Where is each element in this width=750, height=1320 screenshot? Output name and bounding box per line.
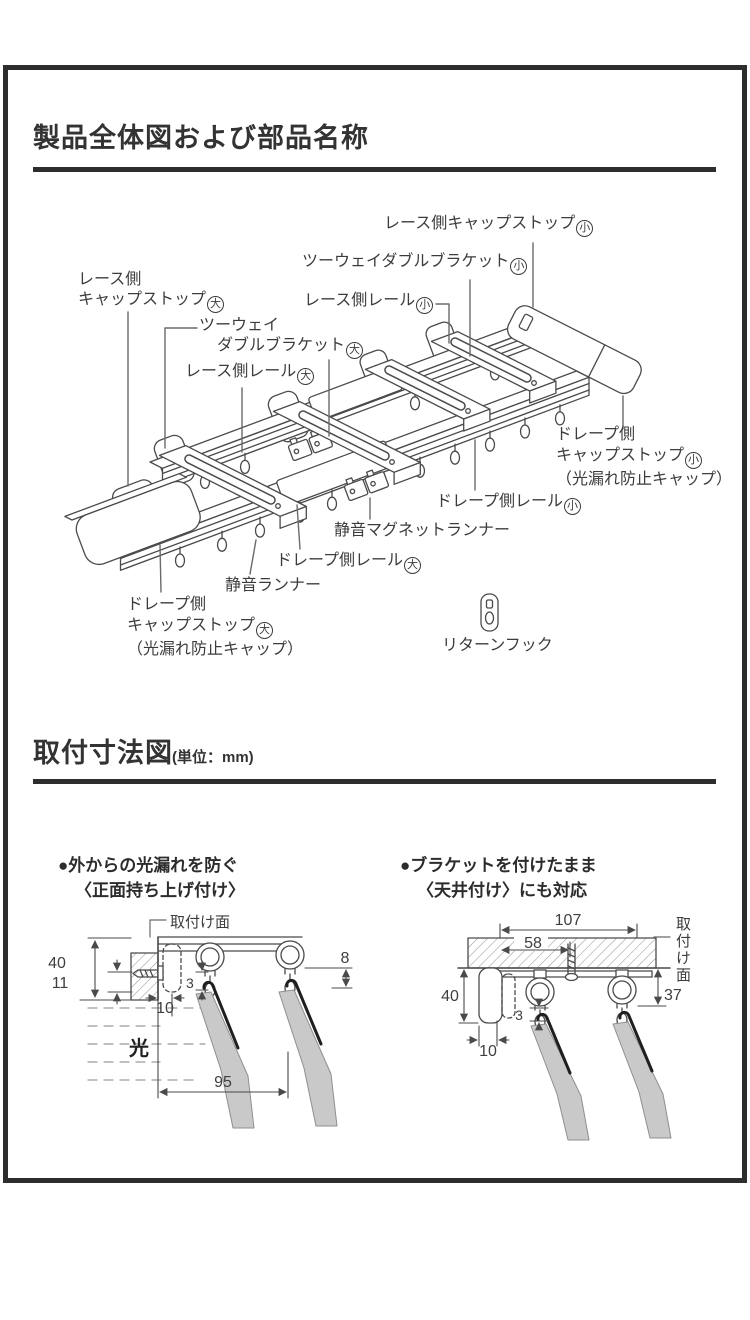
- section2-title: 取付寸法図: [33, 738, 173, 768]
- part-label-twoway-bracket-small: ツーウェイダブルブラケット小: [302, 252, 528, 275]
- size-circle: 大: [297, 368, 315, 385]
- dimension-texts-right: 107 58 40 37 3 10: [441, 912, 682, 1060]
- lace-rail-section-right: [607, 969, 637, 1028]
- product-isometric-drawing: [64, 242, 642, 632]
- front-mount-diagram: 40 11 3 10 8 95: [48, 919, 353, 1129]
- part-label-lace-rail-small: レース側レール小: [304, 291, 434, 314]
- drape-rail-section-right: [525, 969, 555, 1030]
- bracket-arms: [158, 330, 557, 529]
- dim-10-right: 10: [479, 1043, 497, 1060]
- ceiling-mount-diagram: 107 58 40 37 3 10: [441, 912, 682, 1141]
- size-circle: 大: [346, 342, 364, 359]
- drape-cap-large-shape: [64, 473, 201, 566]
- dim-11: 11: [52, 975, 69, 992]
- dim-107: 107: [555, 912, 582, 929]
- part-label-twoway-bracket-large: ツーウェイ ダブルブラケット大: [199, 316, 364, 359]
- size-circle: 大: [404, 557, 422, 574]
- dim-3-left: 3: [186, 975, 194, 991]
- curtains-right: [530, 1021, 672, 1141]
- lace-rail-section-left: [275, 940, 305, 996]
- dim-10-left: 10: [156, 1000, 174, 1017]
- screw-vertical: [564, 943, 579, 982]
- light-label: 光: [129, 1038, 149, 1060]
- size-circle: 小: [576, 220, 594, 237]
- size-circle: 小: [510, 258, 528, 275]
- light-rays: [87, 1007, 209, 1081]
- front-mount-heading: ●外からの光漏れを防ぐ 〈正面持ち上げ付け〉: [58, 856, 245, 900]
- part-label-drape-cap-large: ドレープ側 キャップストップ大 （光漏れ防止キャップ）: [127, 596, 304, 658]
- dimensions-right: [458, 923, 667, 1047]
- size-circle: 大: [207, 296, 225, 313]
- curtain-hooks-left: [202, 978, 323, 1050]
- dim-40-right: 40: [441, 988, 459, 1005]
- bullet-icon: ●: [58, 856, 69, 875]
- bracket-small-1: [364, 358, 491, 432]
- ceiling-section: [467, 937, 657, 969]
- bracket-vertical-section: [478, 967, 503, 1024]
- drape-rail-section-left: [195, 942, 225, 998]
- dim-40-left: 40: [48, 955, 66, 972]
- mount-surface-label-right: 取付け面: [674, 916, 691, 984]
- dimension-texts-left: 40 11 3 10 8 95: [48, 950, 349, 1091]
- bracket-large-2: [272, 400, 421, 485]
- part-label-magnet-runner: 静音マグネットランナー: [334, 522, 511, 539]
- dim-3-right: 3: [515, 1007, 523, 1023]
- dim-37: 37: [664, 987, 682, 1004]
- part-label-drape-rail-large: ドレープ側レール大: [276, 551, 422, 574]
- page-border-frame: [3, 65, 747, 1183]
- dim-58: 58: [524, 935, 542, 952]
- section1-rule: [33, 167, 716, 172]
- screw-horizontal: [132, 965, 164, 981]
- dim-8: 8: [341, 950, 350, 967]
- part-label-drape-cap-small: ドレープ側 キャップストップ小 （光漏れ防止キャップ）: [556, 426, 733, 488]
- section2-rule: [33, 779, 716, 784]
- curtain-hooks-right: [536, 1010, 654, 1075]
- size-circle: 小: [416, 297, 434, 314]
- part-label-lace-cap-large: レース側 キャップストップ大: [78, 270, 225, 313]
- part-label-drape-rail-small: ドレープ側レール小: [436, 492, 582, 515]
- hidden-bracket-arm: [162, 943, 182, 993]
- mount-surface-label-left: 取付け面: [170, 914, 231, 931]
- bracket-large-1: [158, 444, 307, 529]
- part-label-lace-cap-small: レース側キャップストップ小: [384, 214, 594, 237]
- hidden-bracket-edge: [501, 973, 516, 1019]
- size-circle: 大: [256, 622, 274, 639]
- dim-95: 95: [214, 1074, 232, 1091]
- bullet-icon: ●: [400, 856, 411, 875]
- part-label-lace-rail-large: レース側レール大: [185, 362, 315, 385]
- surface-leader-left: [149, 919, 167, 938]
- size-circle: 小: [564, 498, 582, 515]
- section2-unit: (単位：mm): [172, 749, 254, 766]
- drape-magnet-runner-pair: [343, 469, 390, 502]
- label-leader-lines: [127, 242, 624, 593]
- dimensions-left: [79, 937, 353, 1099]
- return-hook-icon: [480, 593, 499, 632]
- section1-title: 製品全体図および部品名称: [33, 123, 369, 153]
- curtains-left: [195, 989, 338, 1129]
- part-label-return-hook: リターンフック: [442, 637, 553, 654]
- part-label-silent-runner: 静音ランナー: [225, 577, 322, 594]
- ceiling-mount-heading: ●ブラケットを付けたまま 〈天井付け〉にも対応: [400, 856, 597, 900]
- size-circle: 小: [685, 452, 703, 469]
- right-end-caps-shape: [506, 305, 642, 395]
